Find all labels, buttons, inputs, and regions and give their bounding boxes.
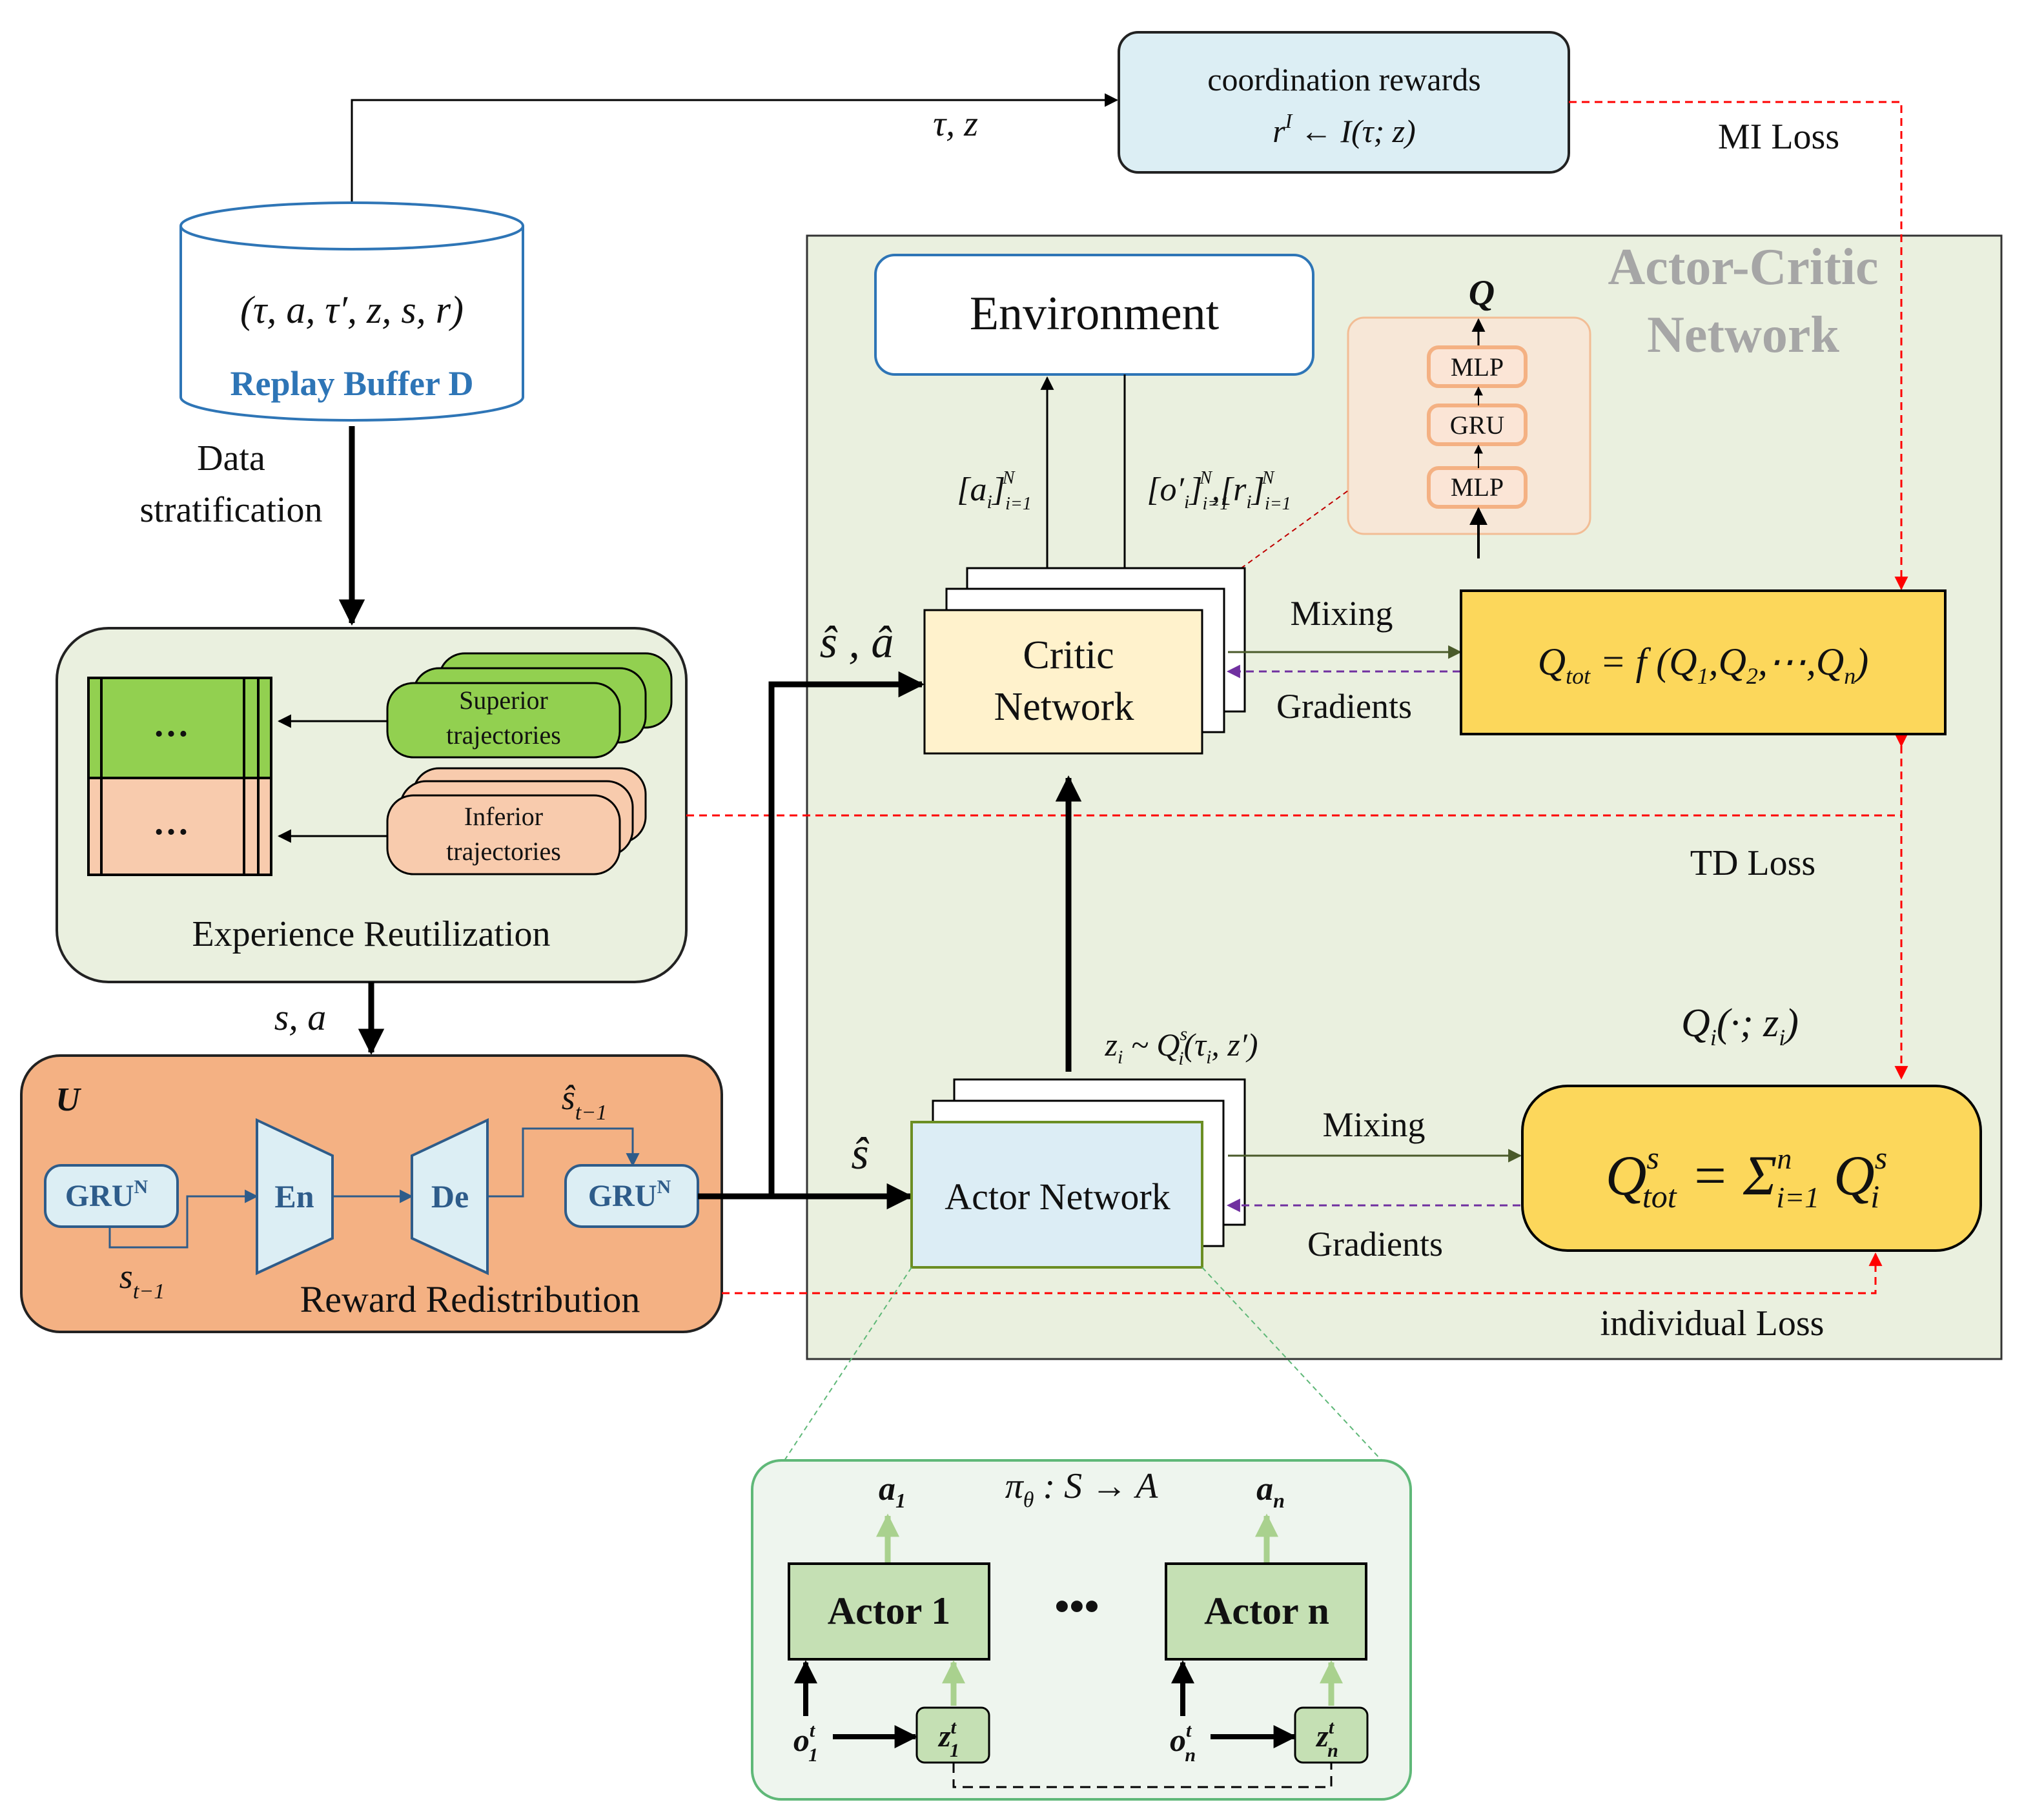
buffer-table <box>87 677 272 876</box>
experience-reutilization-label: Experience Reutilization <box>192 914 550 954</box>
qi-label: Qi(·; zi) <box>1681 1001 1799 1050</box>
s-hat-a-hat-label: ŝ , â <box>820 618 894 668</box>
policy-label: πθ : S → A <box>1005 1466 1158 1512</box>
q-label: Q <box>1469 273 1495 313</box>
actor-critic-title-1: Actor-Critic <box>1608 239 1879 296</box>
critic-network-stack <box>923 567 1246 755</box>
decoder-to-gru-arrow <box>487 1127 640 1198</box>
inferior-dots: … <box>153 803 189 843</box>
mixing-bottom-label: Mixing <box>1322 1105 1425 1144</box>
gradients-bottom-label: Gradients <box>1307 1225 1443 1263</box>
actor-critic-title-2: Network <box>1647 307 1839 363</box>
stratification-label-1: Data <box>197 438 265 478</box>
stratification-label-2: stratification <box>139 490 322 530</box>
inferior-label-2: trajectories <box>446 837 561 866</box>
mlp-top-box <box>1427 345 1528 388</box>
s-hat-prev-label: ŝt−1 <box>562 1078 607 1125</box>
actors-dots: ••• <box>1054 1583 1099 1630</box>
decoder <box>411 1118 489 1276</box>
reward-redistribution-label: Reward Redistribution <box>300 1278 640 1320</box>
superior-label-2: trajectories <box>446 721 561 750</box>
actor-network-label: Actor Network <box>945 1176 1170 1218</box>
qtot-formula: Qtot = f (Q1,Q2,⋯,Qn) <box>1538 640 1869 689</box>
gru-to-encoder-arrow <box>108 1189 259 1249</box>
environment-box <box>874 254 1314 376</box>
s-prev-label: st−1 <box>119 1257 165 1304</box>
individual-loss-line <box>722 1252 1883 1294</box>
actor1-label: Actor 1 <box>828 1590 951 1632</box>
gru-left <box>44 1164 179 1228</box>
qtot-s-box <box>1521 1085 1982 1252</box>
obs-label: [o′i]i=1N,[ri]i=1N <box>1147 468 1291 514</box>
coordination-rewards-formula: rI ← I(τ; z) <box>1273 109 1416 149</box>
superior-dots: … <box>153 704 189 744</box>
gru-left-label: GRUN <box>65 1176 148 1213</box>
mi-loss-label: MI Loss <box>1718 117 1839 157</box>
an-label: an <box>1256 1471 1285 1512</box>
inferior-trajectories-stack <box>386 767 647 875</box>
critic-label-2: Network <box>994 685 1134 729</box>
zoom-line-left <box>784 1267 912 1461</box>
mlp-bottom-label: MLP <box>1451 473 1504 502</box>
u-label: U <box>56 1081 81 1118</box>
coordination-rewards-box <box>1118 31 1570 174</box>
critic-label-1: Critic <box>1023 633 1114 677</box>
encoder <box>256 1118 334 1276</box>
gru-right-label: GRUN <box>588 1176 671 1213</box>
replay-tuple: (τ, a, τ′, z, s, r) <box>240 289 464 331</box>
actorn-box <box>1165 1562 1367 1661</box>
replay-buffer-label: Replay Buffer D <box>230 364 474 403</box>
sa-label: s, a <box>274 996 327 1038</box>
gradients-top-label: Gradients <box>1276 687 1412 726</box>
superior-trajectories-stack <box>386 652 673 759</box>
gru-inset-label: GRU <box>1450 411 1505 440</box>
top-flow-arrow <box>351 93 1119 203</box>
mixing-top-label: Mixing <box>1290 594 1393 633</box>
decoder-label: De <box>431 1178 469 1214</box>
inferior-label-1: Inferior <box>464 802 543 831</box>
mi-loss-line <box>1569 101 1908 591</box>
actorn-label: Actor n <box>1204 1590 1329 1632</box>
actions-label: [ai]i=1N <box>957 468 1032 514</box>
zoom-line-right <box>1201 1267 1382 1461</box>
superior-label-1: Superior <box>459 686 548 715</box>
replay-buffer <box>179 201 524 422</box>
actor1-box <box>788 1562 990 1661</box>
coordination-rewards-title: coordination rewards <box>1207 61 1480 97</box>
a1-label: a1 <box>879 1471 906 1512</box>
environment-label: Environment <box>970 287 1220 340</box>
qtot-box <box>1460 589 1947 735</box>
gru-inset-box <box>1427 404 1528 446</box>
individual-loss-label: individual Loss <box>1600 1304 1825 1344</box>
s-hat-to-critic-arrow <box>768 671 925 1196</box>
actor-network-stack <box>910 1078 1246 1269</box>
mlp-bottom-box <box>1427 466 1528 509</box>
td-loss-label: TD Loss <box>1690 843 1815 883</box>
s-hat-label: ŝ <box>851 1129 869 1179</box>
encoder-label: En <box>274 1178 314 1214</box>
tau-z-label: τ, z <box>933 104 978 144</box>
mlp-top-label: MLP <box>1451 353 1504 382</box>
